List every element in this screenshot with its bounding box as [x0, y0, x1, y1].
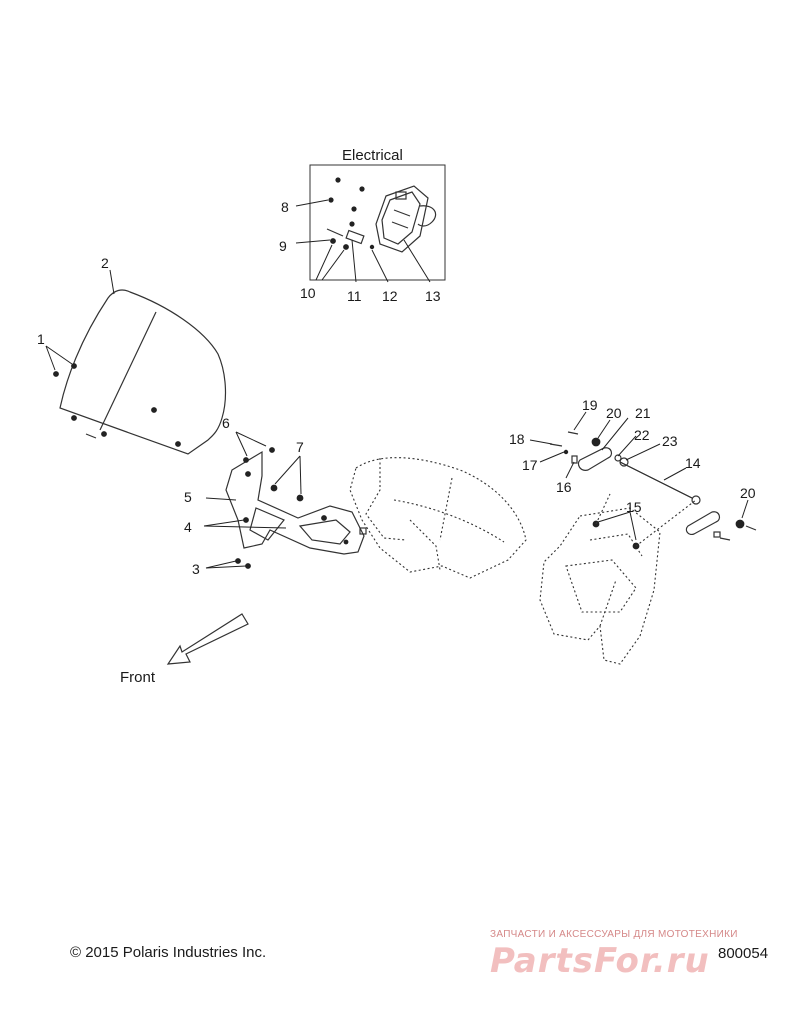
callout-6: 6: [222, 415, 230, 431]
frame-assembly: [539, 493, 697, 665]
copyright-notice: © 2015 Polaris Industries Inc.: [70, 944, 267, 961]
callout-7: 7: [296, 439, 304, 455]
electrical-module: [375, 185, 437, 253]
callout-4: 4: [184, 519, 192, 535]
electrical-inset: Electrical: [279, 147, 446, 304]
windshield-bracket: [225, 447, 367, 569]
diagram-id: 800054: [718, 945, 769, 962]
callout-20: 20: [606, 405, 622, 421]
front-label: Front: [120, 669, 156, 686]
pivot-hardware: [549, 431, 757, 541]
callout-5: 5: [184, 489, 192, 505]
windshield: [53, 289, 227, 455]
callout-11: 11: [347, 288, 362, 304]
callout-9: 9: [279, 238, 287, 254]
callout-23: 23: [662, 433, 678, 449]
callout-3: 3: [192, 561, 200, 577]
callout-16: 16: [556, 479, 572, 495]
callout-14: 14: [685, 455, 701, 471]
callout-20-right: 20: [740, 485, 756, 501]
callout-8: 8: [281, 199, 289, 215]
callout-21: 21: [635, 405, 651, 421]
electrical-inset-frame: [309, 164, 446, 281]
electrical-hardware: [326, 177, 375, 250]
callout-13: 13: [425, 288, 441, 304]
front-fairing: [349, 457, 527, 579]
callout-22: 22: [634, 427, 650, 443]
watermark-tagline: ЗАПЧАСТИ И АКСЕССУАРЫ ДЛЯ МОТОТЕХНИКИ: [490, 929, 738, 940]
callout-10: 10: [300, 285, 316, 301]
callout-15: 15: [626, 499, 642, 515]
callout-2: 2: [101, 255, 109, 271]
electrical-title: Electrical: [342, 147, 403, 164]
callout-18: 18: [509, 431, 525, 447]
callout-19: 19: [582, 397, 598, 413]
callout-1: 1: [37, 331, 45, 347]
callout-12: 12: [382, 288, 398, 304]
callout-17: 17: [522, 457, 538, 473]
watermark-logo: PartsFor.ru: [490, 941, 710, 981]
front-direction-arrow: [166, 613, 249, 665]
